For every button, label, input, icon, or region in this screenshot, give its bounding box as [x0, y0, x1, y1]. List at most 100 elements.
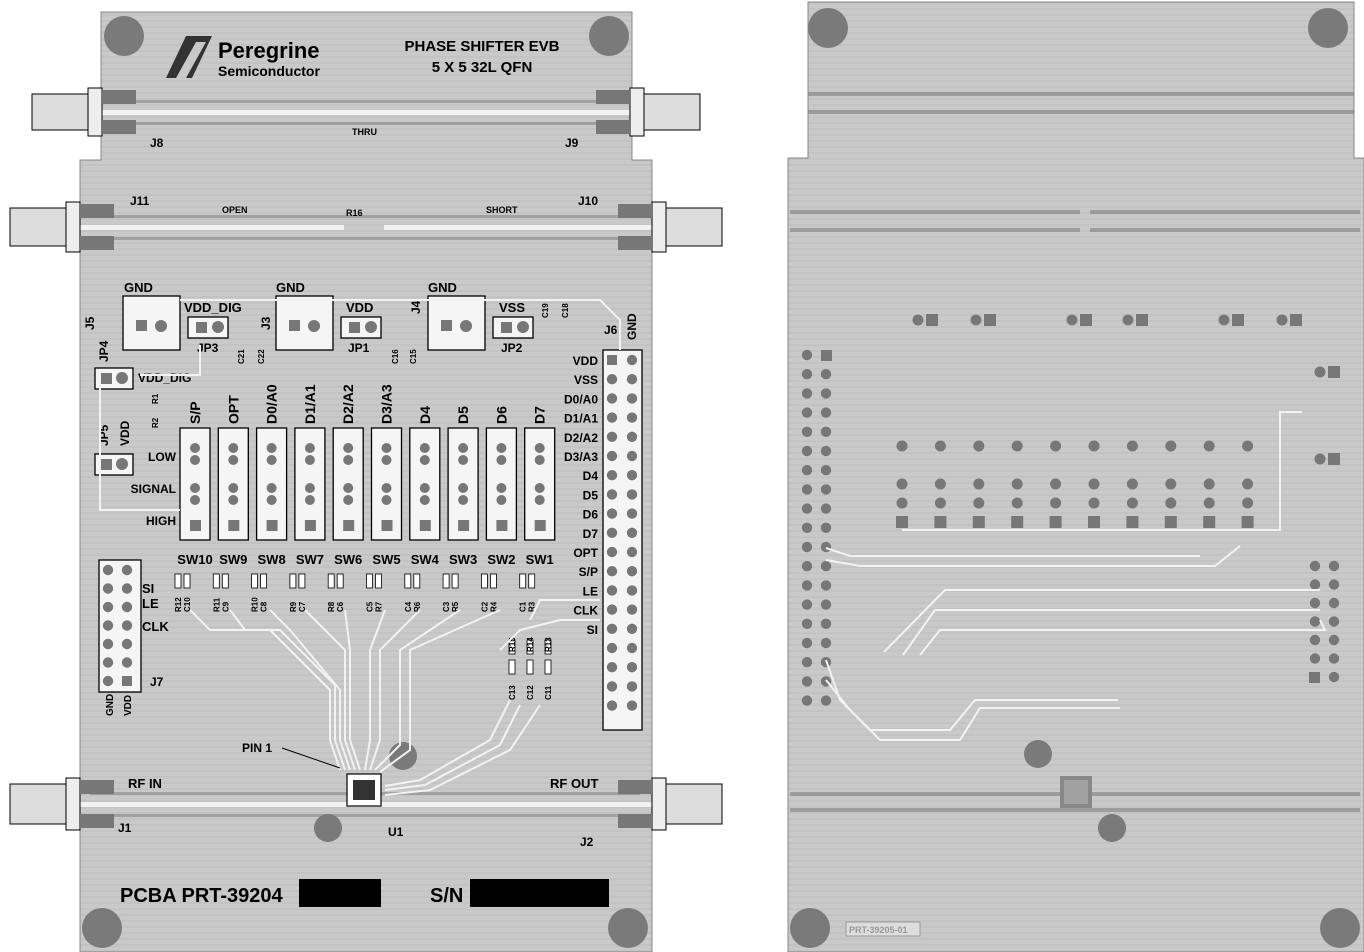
- smd-part-label: R6: [413, 601, 422, 612]
- switch-pin: [496, 455, 507, 465]
- back-pad: [1165, 497, 1177, 509]
- j6-pin: [626, 700, 638, 711]
- switch-pin: [458, 455, 469, 465]
- switch-pin: [534, 483, 545, 493]
- back-pad: [801, 695, 813, 706]
- smd-part: [508, 659, 516, 675]
- switch-pin: [458, 495, 469, 505]
- back-traces: [825, 411, 1327, 741]
- switch-top-label: D4: [417, 406, 433, 424]
- smd-part-label: C6: [336, 601, 345, 612]
- smd-part: [519, 573, 527, 589]
- back-pad: [1050, 478, 1062, 490]
- back-pad: [1242, 440, 1254, 452]
- sma-connector-j8: [31, 87, 136, 137]
- pcba-label: PCBA PRT-39204: [120, 885, 284, 907]
- front-board: Peregrine Semiconductor PHASE SHIFTER EV…: [9, 11, 723, 952]
- j6-pin: [626, 662, 638, 673]
- label-j7-gnd: GND: [105, 694, 116, 716]
- smd-part-label: R13: [544, 637, 553, 652]
- back-pad: [1309, 653, 1321, 664]
- back-pad: [912, 314, 924, 326]
- smd-part-label: C1: [519, 601, 528, 612]
- back-pad-square: [1232, 314, 1244, 326]
- label-open: OPEN: [222, 205, 248, 215]
- back-pad: [1328, 671, 1340, 683]
- smd-part-label: C9: [221, 601, 230, 612]
- back-pad: [801, 484, 813, 495]
- back-pad-square: [1309, 672, 1320, 683]
- j6-pin-square: [607, 355, 617, 365]
- switch-top-label: D6: [493, 406, 509, 424]
- switch-bottom-label: SW1: [526, 552, 554, 567]
- smd-part-label: C7: [298, 601, 307, 612]
- switch-array: S/PSW10OPTSW9D0/A0SW8D1/A1SW7D2/A2SW6D3/…: [177, 384, 556, 567]
- label-jp3: JP3: [197, 341, 219, 355]
- switch-pin-square: [266, 520, 278, 531]
- back-pad: [801, 349, 813, 361]
- j6-pin: [626, 393, 638, 404]
- label-c16: C16: [391, 349, 400, 364]
- label-gnd-j6: GND: [625, 313, 639, 340]
- back-pad: [896, 497, 908, 509]
- smd-part: [260, 573, 268, 589]
- j6-pin: [626, 527, 638, 538]
- back-pad: [820, 503, 832, 514]
- back-pad-square: [1088, 516, 1100, 528]
- back-board: PRT-39205-01: [787, 1, 1364, 952]
- j6-pin: [626, 585, 638, 596]
- smd-part: [289, 573, 297, 589]
- label-short: SHORT: [486, 205, 518, 215]
- j6-pin: [626, 604, 638, 615]
- back-pad: [801, 388, 813, 399]
- switch-pin-square: [458, 520, 470, 531]
- label-c18: C18: [561, 303, 570, 318]
- switch-top-label: D2/A2: [340, 384, 356, 424]
- label-gnd-j3: GND: [276, 280, 305, 295]
- switch-pin-square: [496, 520, 508, 531]
- j7-pin: [102, 601, 114, 613]
- j6-pin: [606, 585, 618, 596]
- switch-pin: [190, 483, 200, 493]
- j6-pin: [606, 546, 618, 558]
- smd-part-label: R10: [251, 597, 260, 612]
- j6-pin-label: D7: [583, 527, 599, 541]
- back-pad: [820, 426, 832, 437]
- back-pad: [820, 407, 832, 418]
- j7-pin: [121, 638, 133, 650]
- switch-pin-square: [343, 520, 355, 531]
- j6-pin: [606, 604, 618, 615]
- j7-pin: [102, 675, 114, 687]
- smd-part: [336, 573, 344, 589]
- switch-top-label: OPT: [225, 395, 241, 424]
- thru-line: [101, 110, 631, 115]
- j6-pin: [626, 470, 638, 481]
- switch-pin: [534, 455, 545, 465]
- back-pad: [934, 478, 946, 490]
- back-pad: [801, 407, 813, 418]
- back-pad: [801, 503, 813, 514]
- smd-part-label: R12: [174, 597, 183, 612]
- label-j7-vdd: VDD: [123, 695, 134, 716]
- smd-part-label: C3: [442, 601, 451, 612]
- smd-part: [221, 573, 229, 589]
- back-pad-square: [1080, 314, 1092, 326]
- back-pad: [1328, 653, 1340, 664]
- back-pad: [1066, 314, 1078, 326]
- back-pad: [1011, 497, 1023, 509]
- back-pad: [801, 561, 813, 572]
- mounting-hole: [1308, 8, 1348, 48]
- switch-pin: [266, 443, 277, 453]
- j7-le-text: LE: [142, 596, 159, 611]
- smd-part-label: R8: [327, 601, 336, 612]
- j6-pin-label: VDD: [573, 354, 599, 368]
- j6-pin-label: S/P: [579, 565, 598, 579]
- j6-pin: [626, 431, 638, 442]
- switch-pin: [419, 455, 430, 465]
- switch-pin: [458, 483, 469, 493]
- back-part-tag: [845, 921, 921, 937]
- j6-pin: [626, 681, 638, 692]
- mounting-hole: [1024, 740, 1052, 768]
- back-pad: [801, 465, 813, 476]
- sn-label: S/N: [430, 885, 463, 907]
